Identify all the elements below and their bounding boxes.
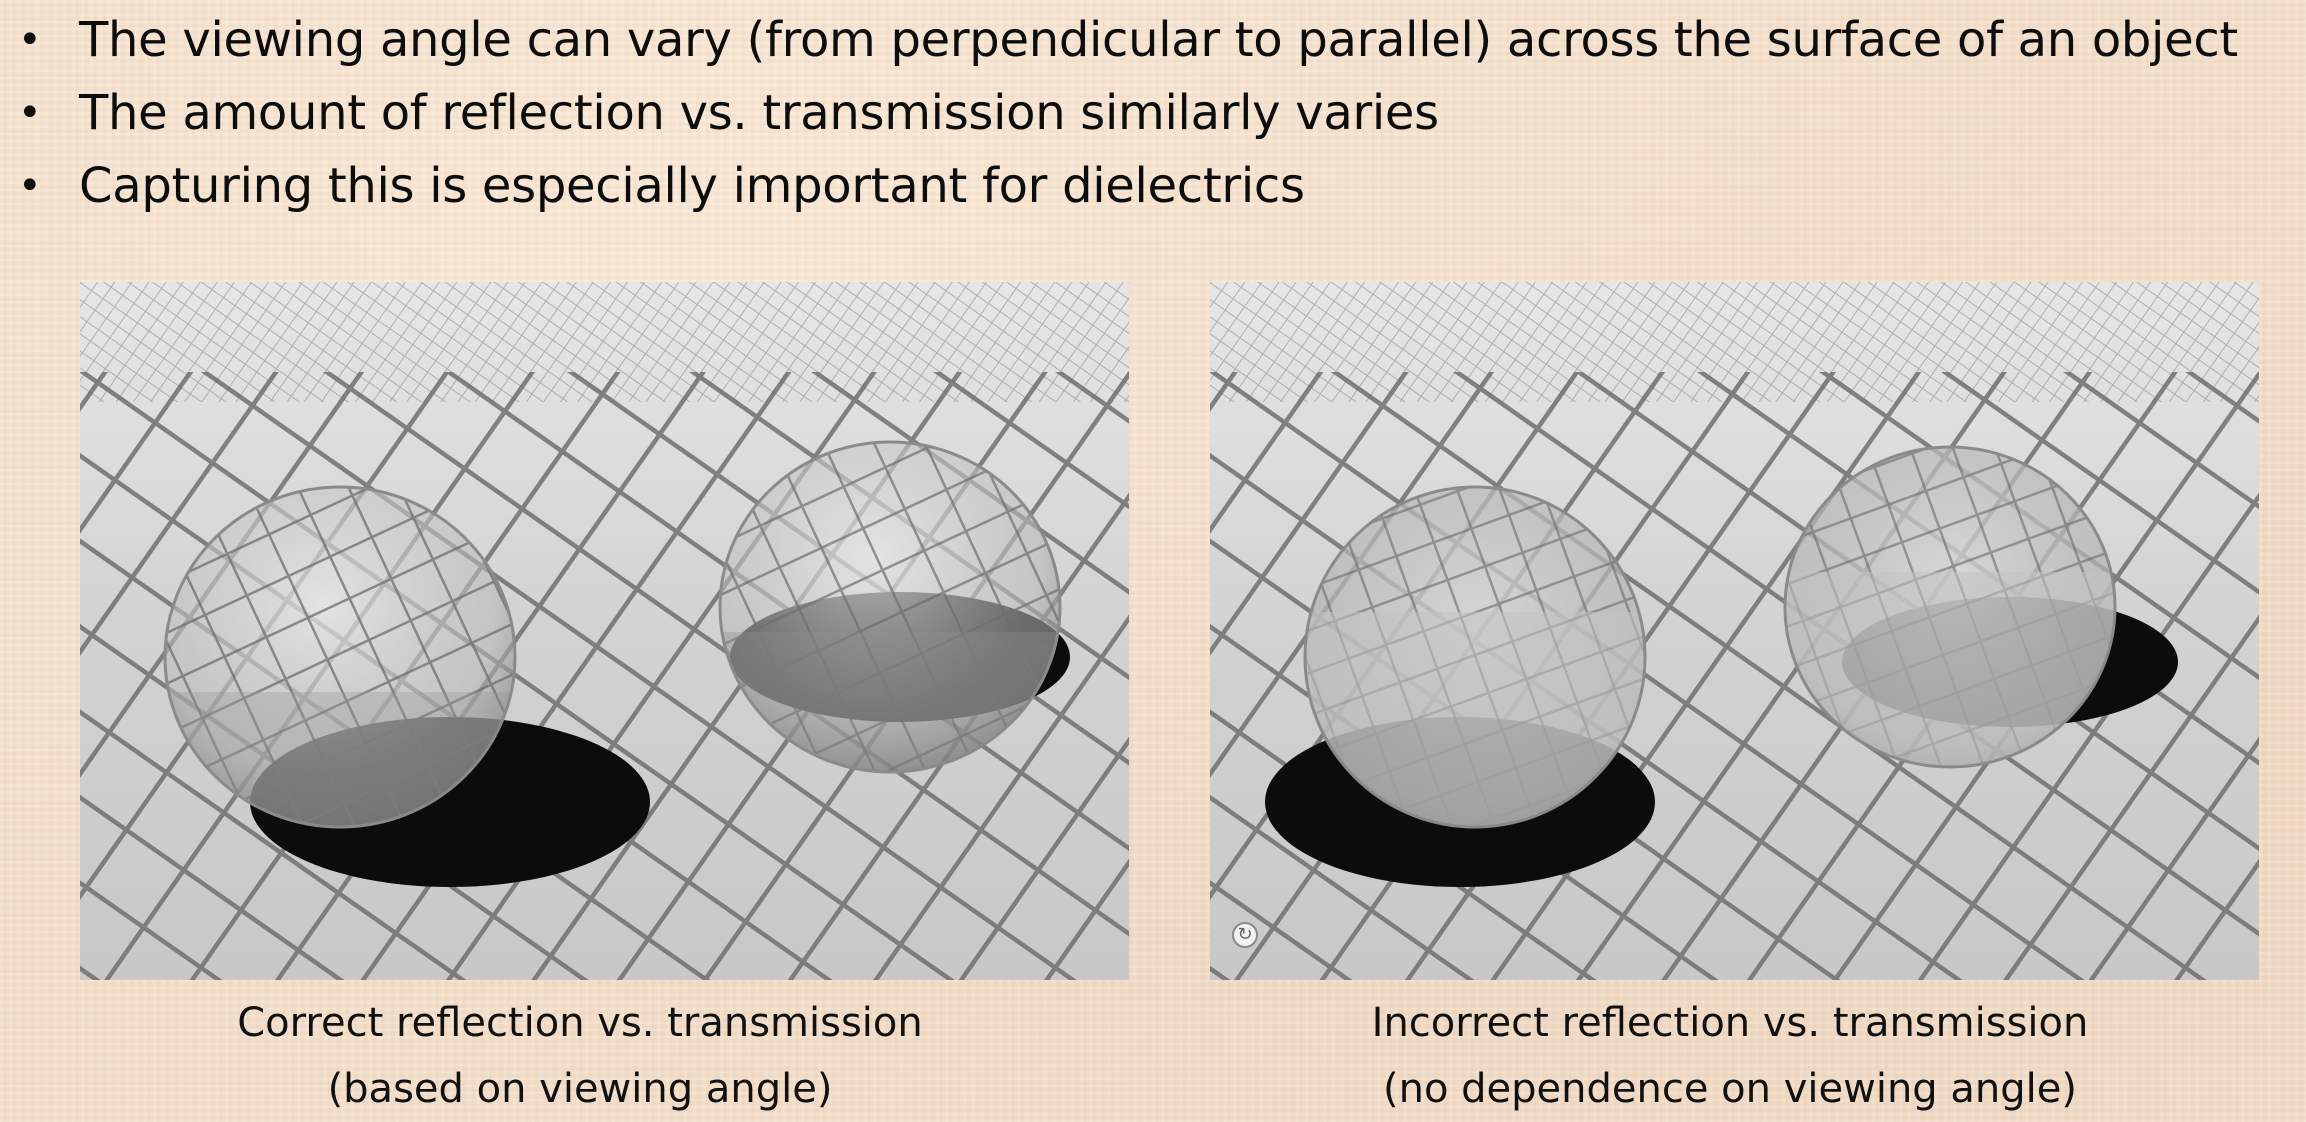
caption-line: Incorrect reflection vs. transmission — [1371, 1000, 2089, 1046]
bullet-icon: • — [18, 90, 42, 136]
bullet-text: The amount of reflection vs. transmissio… — [79, 85, 1439, 141]
render-incorrect-image — [1210, 282, 2259, 980]
figure-caption-correct: Correct reflection vs. transmission (bas… — [40, 990, 1120, 1122]
bullet-text: The viewing angle can vary (from perpend… — [79, 12, 2238, 68]
caption-line: (based on viewing angle) — [327, 1066, 833, 1112]
caption-line: (no dependence on viewing angle) — [1383, 1066, 2077, 1112]
bullet-icon: • — [18, 17, 42, 63]
figure-caption-incorrect: Incorrect reflection vs. transmission (n… — [1180, 990, 2280, 1122]
bullet-text: Capturing this is especially important f… — [79, 158, 1305, 214]
bullet-icon: • — [18, 163, 42, 209]
render-correct-image — [80, 282, 1129, 980]
reload-icon[interactable]: ↻ — [1232, 922, 1258, 948]
caption-line: Correct reflection vs. transmission — [237, 1000, 923, 1046]
